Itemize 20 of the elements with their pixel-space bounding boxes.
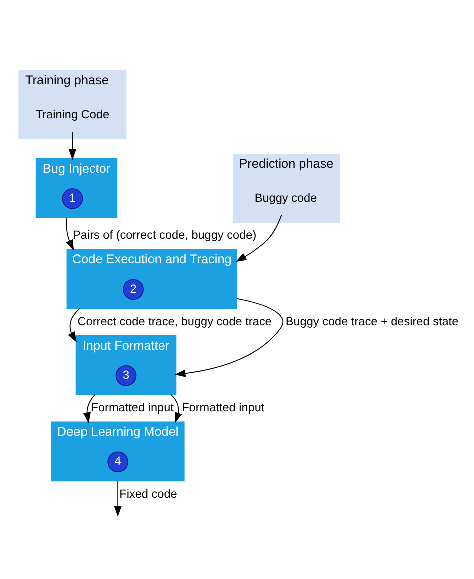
arrow — [170, 394, 182, 423]
arrow — [114, 480, 122, 517]
edge-label: Formatted input — [182, 400, 265, 414]
arrow — [174, 298, 284, 377]
edge-label: Fixed code — [120, 486, 178, 500]
node-text: Buggy code — [254, 190, 318, 204]
node-circle: 3 — [116, 364, 137, 386]
node-circle: 1 — [62, 188, 84, 209]
arrow — [68, 131, 76, 160]
edge-label: Pairs of (correct code, buggy code) — [73, 228, 257, 242]
edge-label: Correct code trace, buggy code trace — [78, 314, 272, 328]
node-circle: 2 — [123, 278, 144, 300]
arrow — [66, 217, 74, 250]
node-text: Training Code — [36, 106, 110, 121]
arrow — [83, 394, 96, 424]
edge-label: Formatted input — [91, 400, 174, 414]
arrow — [236, 214, 282, 262]
edge-label: Buggy code trace + desired state — [286, 314, 459, 328]
arrow — [68, 308, 80, 342]
node-circle: 4 — [108, 451, 129, 472]
